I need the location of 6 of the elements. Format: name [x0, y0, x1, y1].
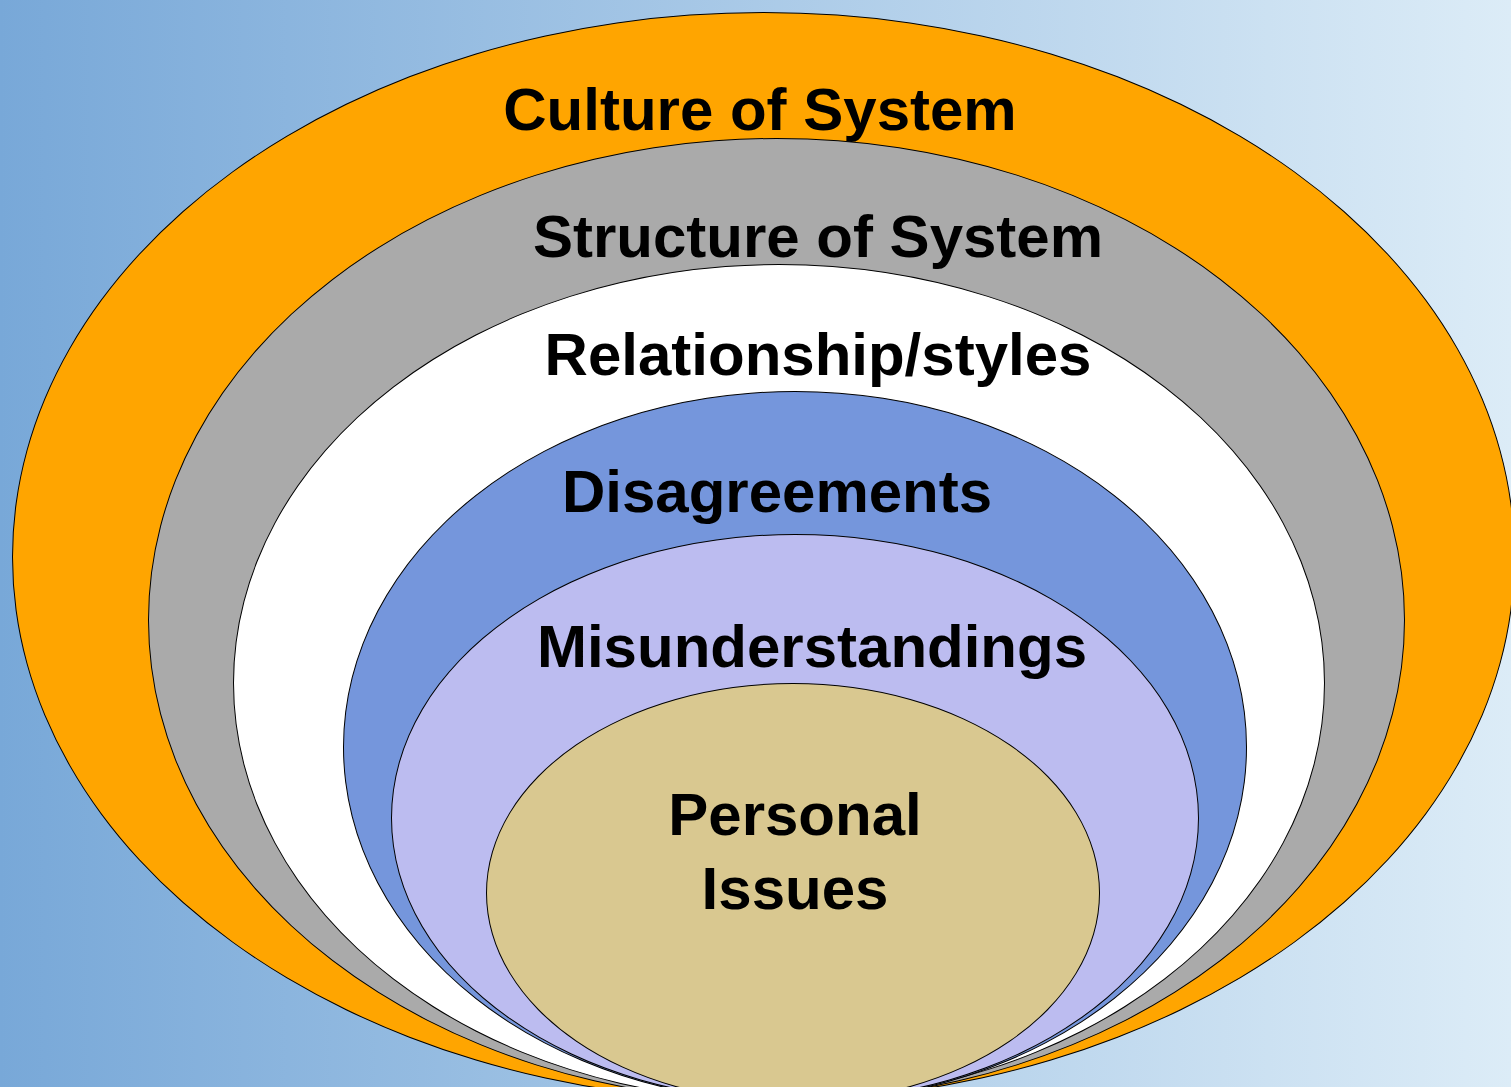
ring-label: Culture of System	[503, 75, 1017, 145]
ring-label: Structure of System	[532, 202, 1104, 272]
ring-label: Personal Issues	[667, 780, 923, 924]
ring-label: Disagreements	[561, 457, 993, 527]
ring-label: Relationship/styles	[544, 320, 1092, 390]
ring-label: Misunderstandings	[536, 612, 1088, 682]
